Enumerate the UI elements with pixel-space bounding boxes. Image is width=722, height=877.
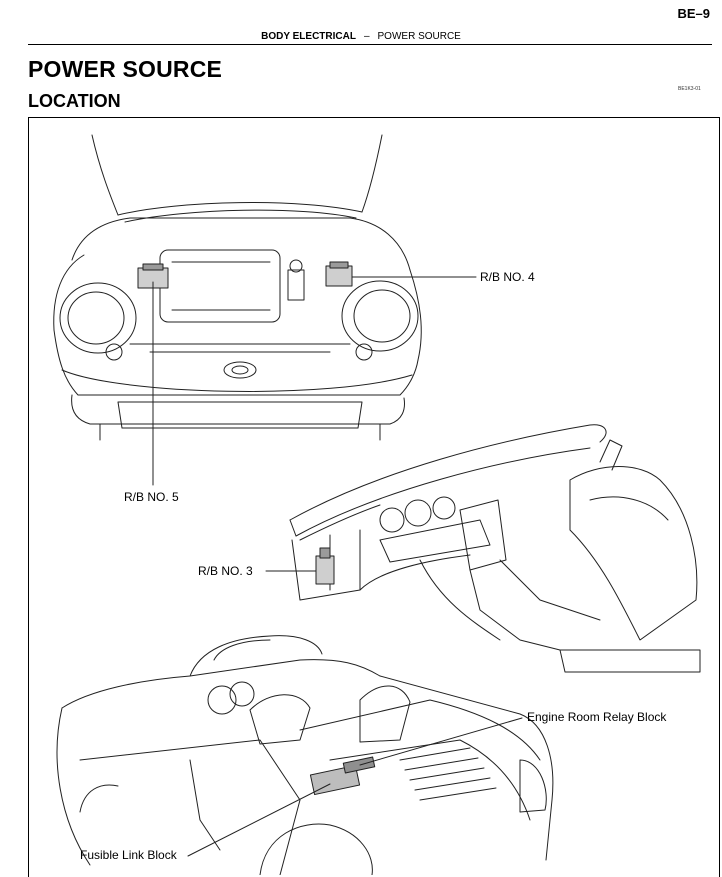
figure-code: BE1K3-01 — [678, 86, 701, 92]
callout-rb5: R/B NO. 5 — [124, 490, 179, 504]
figure-frame — [28, 117, 720, 877]
leader-engine-relay — [359, 717, 523, 766]
header-subsection: POWER SOURCE — [377, 31, 461, 42]
header-section: BODY ELECTRICAL — [261, 31, 356, 42]
convertible-drawing — [56, 635, 554, 875]
header-rule — [28, 44, 712, 45]
car-front-drawing — [53, 134, 422, 441]
header-separator: – — [363, 31, 370, 42]
callout-rb4: R/B NO. 4 — [480, 270, 535, 284]
leader-fusible — [187, 783, 331, 857]
page-title: POWER SOURCE — [28, 56, 223, 82]
section-subtitle: LOCATION — [28, 91, 121, 111]
dashboard-drawing — [289, 424, 701, 673]
callout-rb3: R/B NO. 3 — [198, 564, 253, 578]
page-number: BE–9 — [677, 6, 710, 21]
running-header: BODY ELECTRICAL–POWER SOURCE — [0, 31, 722, 42]
callout-fusible-link-block: Fusible Link Block — [80, 848, 177, 862]
callout-engine-room-relay-block: Engine Room Relay Block — [527, 710, 667, 724]
